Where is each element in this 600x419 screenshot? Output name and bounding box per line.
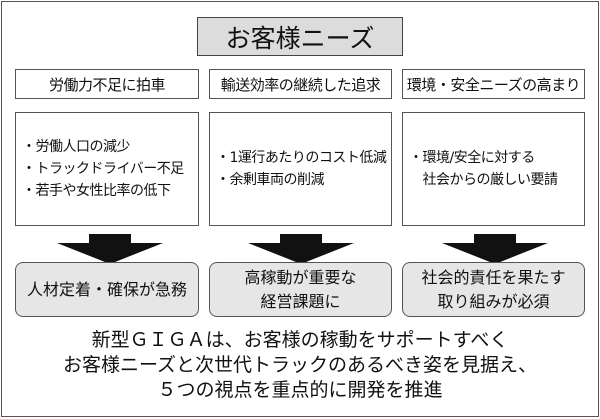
detail-item: 社会からの厳しい要請 — [409, 172, 558, 188]
need-header-environment: 環境・安全ニーズの高まり — [402, 69, 585, 99]
down-arrow-icon — [442, 234, 548, 264]
result-text: 取り組みが必須 — [437, 291, 550, 311]
detail-box-environment: ・環境/安全に対する 社会からの厳しい要請 — [402, 112, 585, 226]
result-text: 社会的責任を果たす — [421, 267, 566, 287]
detail-box-labor: ・労働人口の減少 ・トラックドライバー不足 ・若手や女性比率の低下 — [15, 112, 199, 226]
detail-box-efficiency: ・1運行あたりのコスト低減 ・余剰車両の削減 — [209, 112, 392, 226]
detail-item: ・余剰車両の削減 — [216, 172, 325, 188]
diagram-title: お客様ニーズ — [197, 17, 403, 56]
result-text: 人材定着・確保が急務 — [26, 279, 187, 299]
detail-item: ・若手や女性比率の低下 — [22, 183, 171, 199]
detail-item: ・環境/安全に対する — [409, 150, 535, 166]
detail-item: ・労働人口の減少 — [22, 139, 131, 155]
summary-line: ５つの視点を重点的に開発を推進 — [157, 379, 443, 401]
result-box-environment: 社会的責任を果たす 取り組みが必須 — [402, 262, 585, 317]
detail-item: ・トラックドライバー不足 — [22, 161, 184, 177]
result-text: 経営課題に — [260, 291, 341, 311]
down-arrow-icon — [248, 234, 354, 264]
down-arrow-icon — [57, 234, 163, 264]
need-header-labor: 労働力不足に拍車 — [15, 69, 199, 99]
result-text: 高稼動が重要な — [244, 267, 357, 287]
summary-line: お客様ニーズと次世代トラックのあるべき姿を見据え、 — [62, 354, 538, 376]
summary-line: 新型ＧＩＧＡは、お客様の稼動をサポートすべく — [91, 329, 509, 351]
result-box-efficiency: 高稼動が重要な 経営課題に — [209, 262, 392, 317]
summary-text: 新型ＧＩＧＡは、お客様の稼動をサポートすべく お客様ニーズと次世代トラックのある… — [0, 328, 600, 403]
need-header-efficiency: 輸送効率の継続した追求 — [209, 69, 392, 99]
detail-item: ・1運行あたりのコスト低減 — [216, 150, 387, 166]
result-box-labor: 人材定着・確保が急務 — [15, 262, 199, 317]
